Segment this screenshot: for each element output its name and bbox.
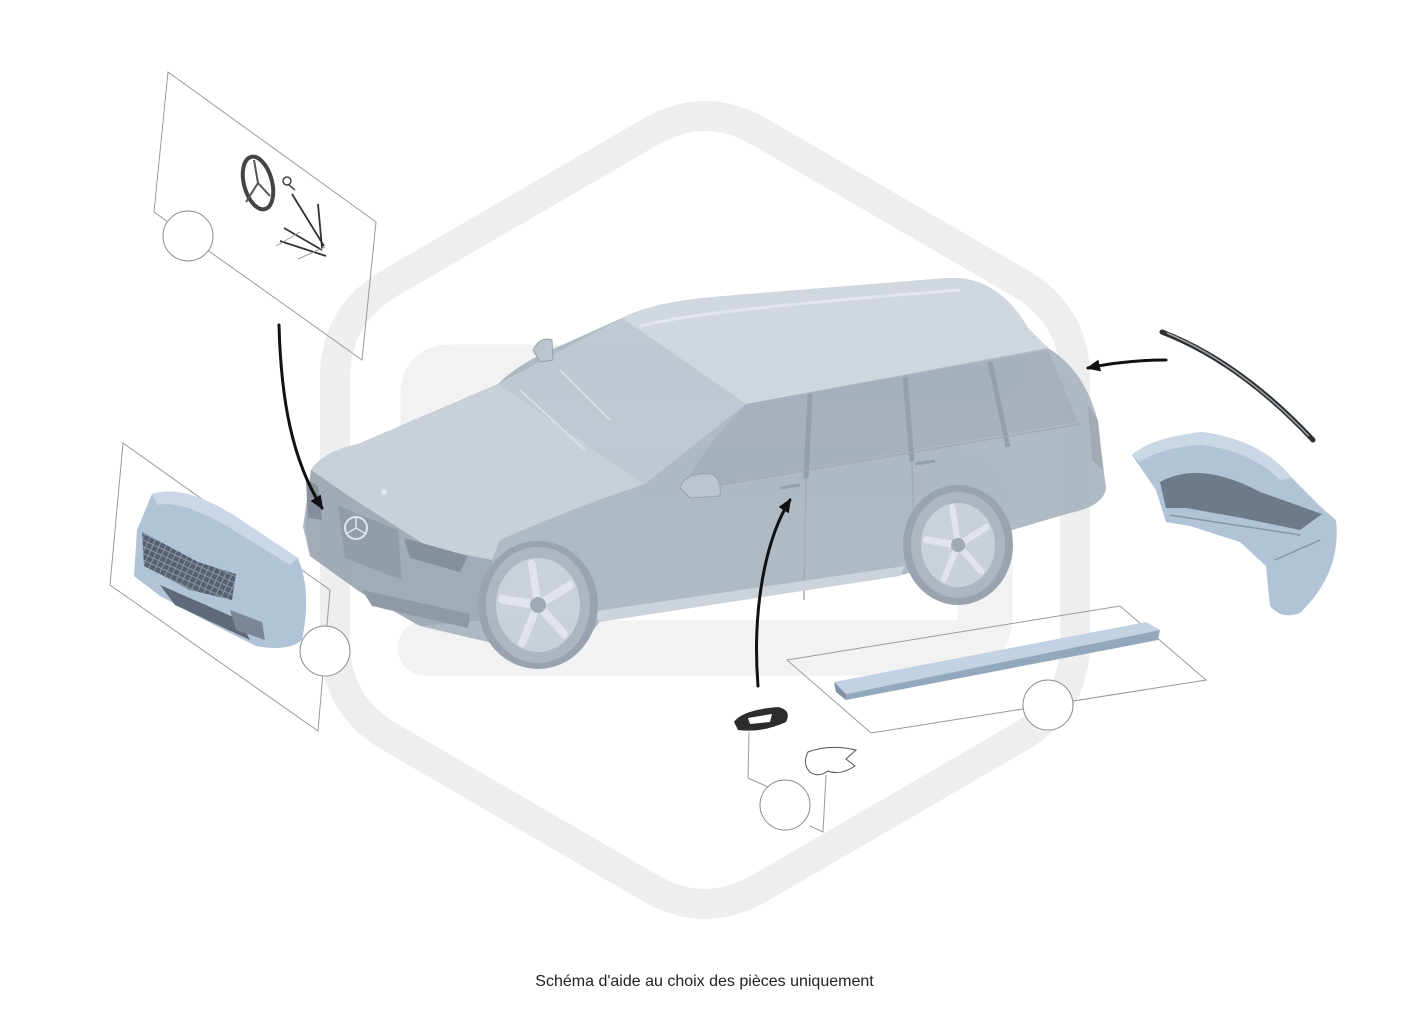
windshield-reflection (519, 369, 611, 451)
part-rear-bumper[interactable] (1132, 432, 1337, 616)
badge-bracket-outline (804, 746, 858, 776)
front-bumper-top (152, 491, 298, 565)
part-grille-emblem[interactable] (153, 71, 377, 361)
emblem-mount-guide (275, 231, 326, 260)
car-lower-intake (362, 590, 470, 628)
pointer-arrow-spoiler (1086, 358, 1168, 372)
car-roof (622, 277, 1048, 404)
car-mirror-near (679, 473, 721, 499)
star-emblem-spokes (345, 517, 367, 535)
part-front-bumper[interactable] (109, 442, 351, 732)
badge-connector-right (809, 774, 827, 833)
car-side-glass (683, 350, 1078, 490)
fender-badge-lettering (748, 714, 772, 724)
pointer-arrow-emblem (277, 323, 324, 510)
emblem-clip-stem (288, 184, 296, 191)
callout-fender-badge[interactable] (759, 779, 811, 831)
car-grille (338, 506, 402, 580)
car-front-wheel (478, 541, 598, 669)
side-skirt-face (846, 630, 1160, 700)
side-skirt-end (834, 682, 846, 700)
roof-spoiler-blade (1159, 329, 1316, 443)
car-headlight-right (404, 538, 468, 572)
panel-frame-emblem (153, 71, 377, 361)
emblem-mount-lines (279, 193, 327, 257)
roof-spoiler-edge (1166, 332, 1310, 437)
watermark-hexagon (320, 101, 1090, 919)
diagram-caption: Schéma d'aide au choix des pièces unique… (535, 973, 874, 990)
hood-emblem-icon (381, 489, 387, 495)
rear-bumper-inner (1160, 473, 1322, 530)
front-wheel-hub (530, 597, 546, 613)
car-door-handle-rear (914, 459, 936, 466)
callout-emblem[interactable] (162, 210, 214, 262)
badge-connector-left (747, 731, 776, 791)
car-taillight (1088, 405, 1103, 470)
rear-wheel-hub (951, 538, 965, 552)
emblem-clip-icon (282, 176, 292, 186)
car-sill (590, 566, 905, 622)
car-pillars (803, 361, 1011, 479)
part-roof-spoiler[interactable] (1159, 329, 1316, 443)
roof-rail (639, 288, 961, 328)
emblem-star-icon (245, 159, 271, 203)
emblem-ring-icon (240, 154, 276, 212)
callout-side-skirt[interactable] (1022, 679, 1074, 731)
car-mirror-far (532, 338, 554, 363)
car-estate (303, 277, 1106, 669)
panel-frame-side-skirt (785, 605, 1208, 734)
pointer-arrow-badge (755, 498, 792, 688)
side-skirt-top (834, 622, 1160, 694)
part-side-skirt[interactable] (785, 605, 1208, 734)
car-door-handle-front (779, 483, 801, 490)
rear-bumper-top (1132, 432, 1292, 480)
car-windshield (498, 318, 746, 484)
rear-bumper-diffuser (1169, 514, 1321, 561)
part-fender-badge[interactable] (734, 707, 858, 833)
front-bumper-lower-intake (160, 585, 250, 640)
front-bumper-side-intake (230, 610, 265, 640)
car-rear-wheel (903, 485, 1013, 605)
callout-front-bumper[interactable] (299, 625, 351, 677)
front-bumper-grille (142, 532, 236, 600)
